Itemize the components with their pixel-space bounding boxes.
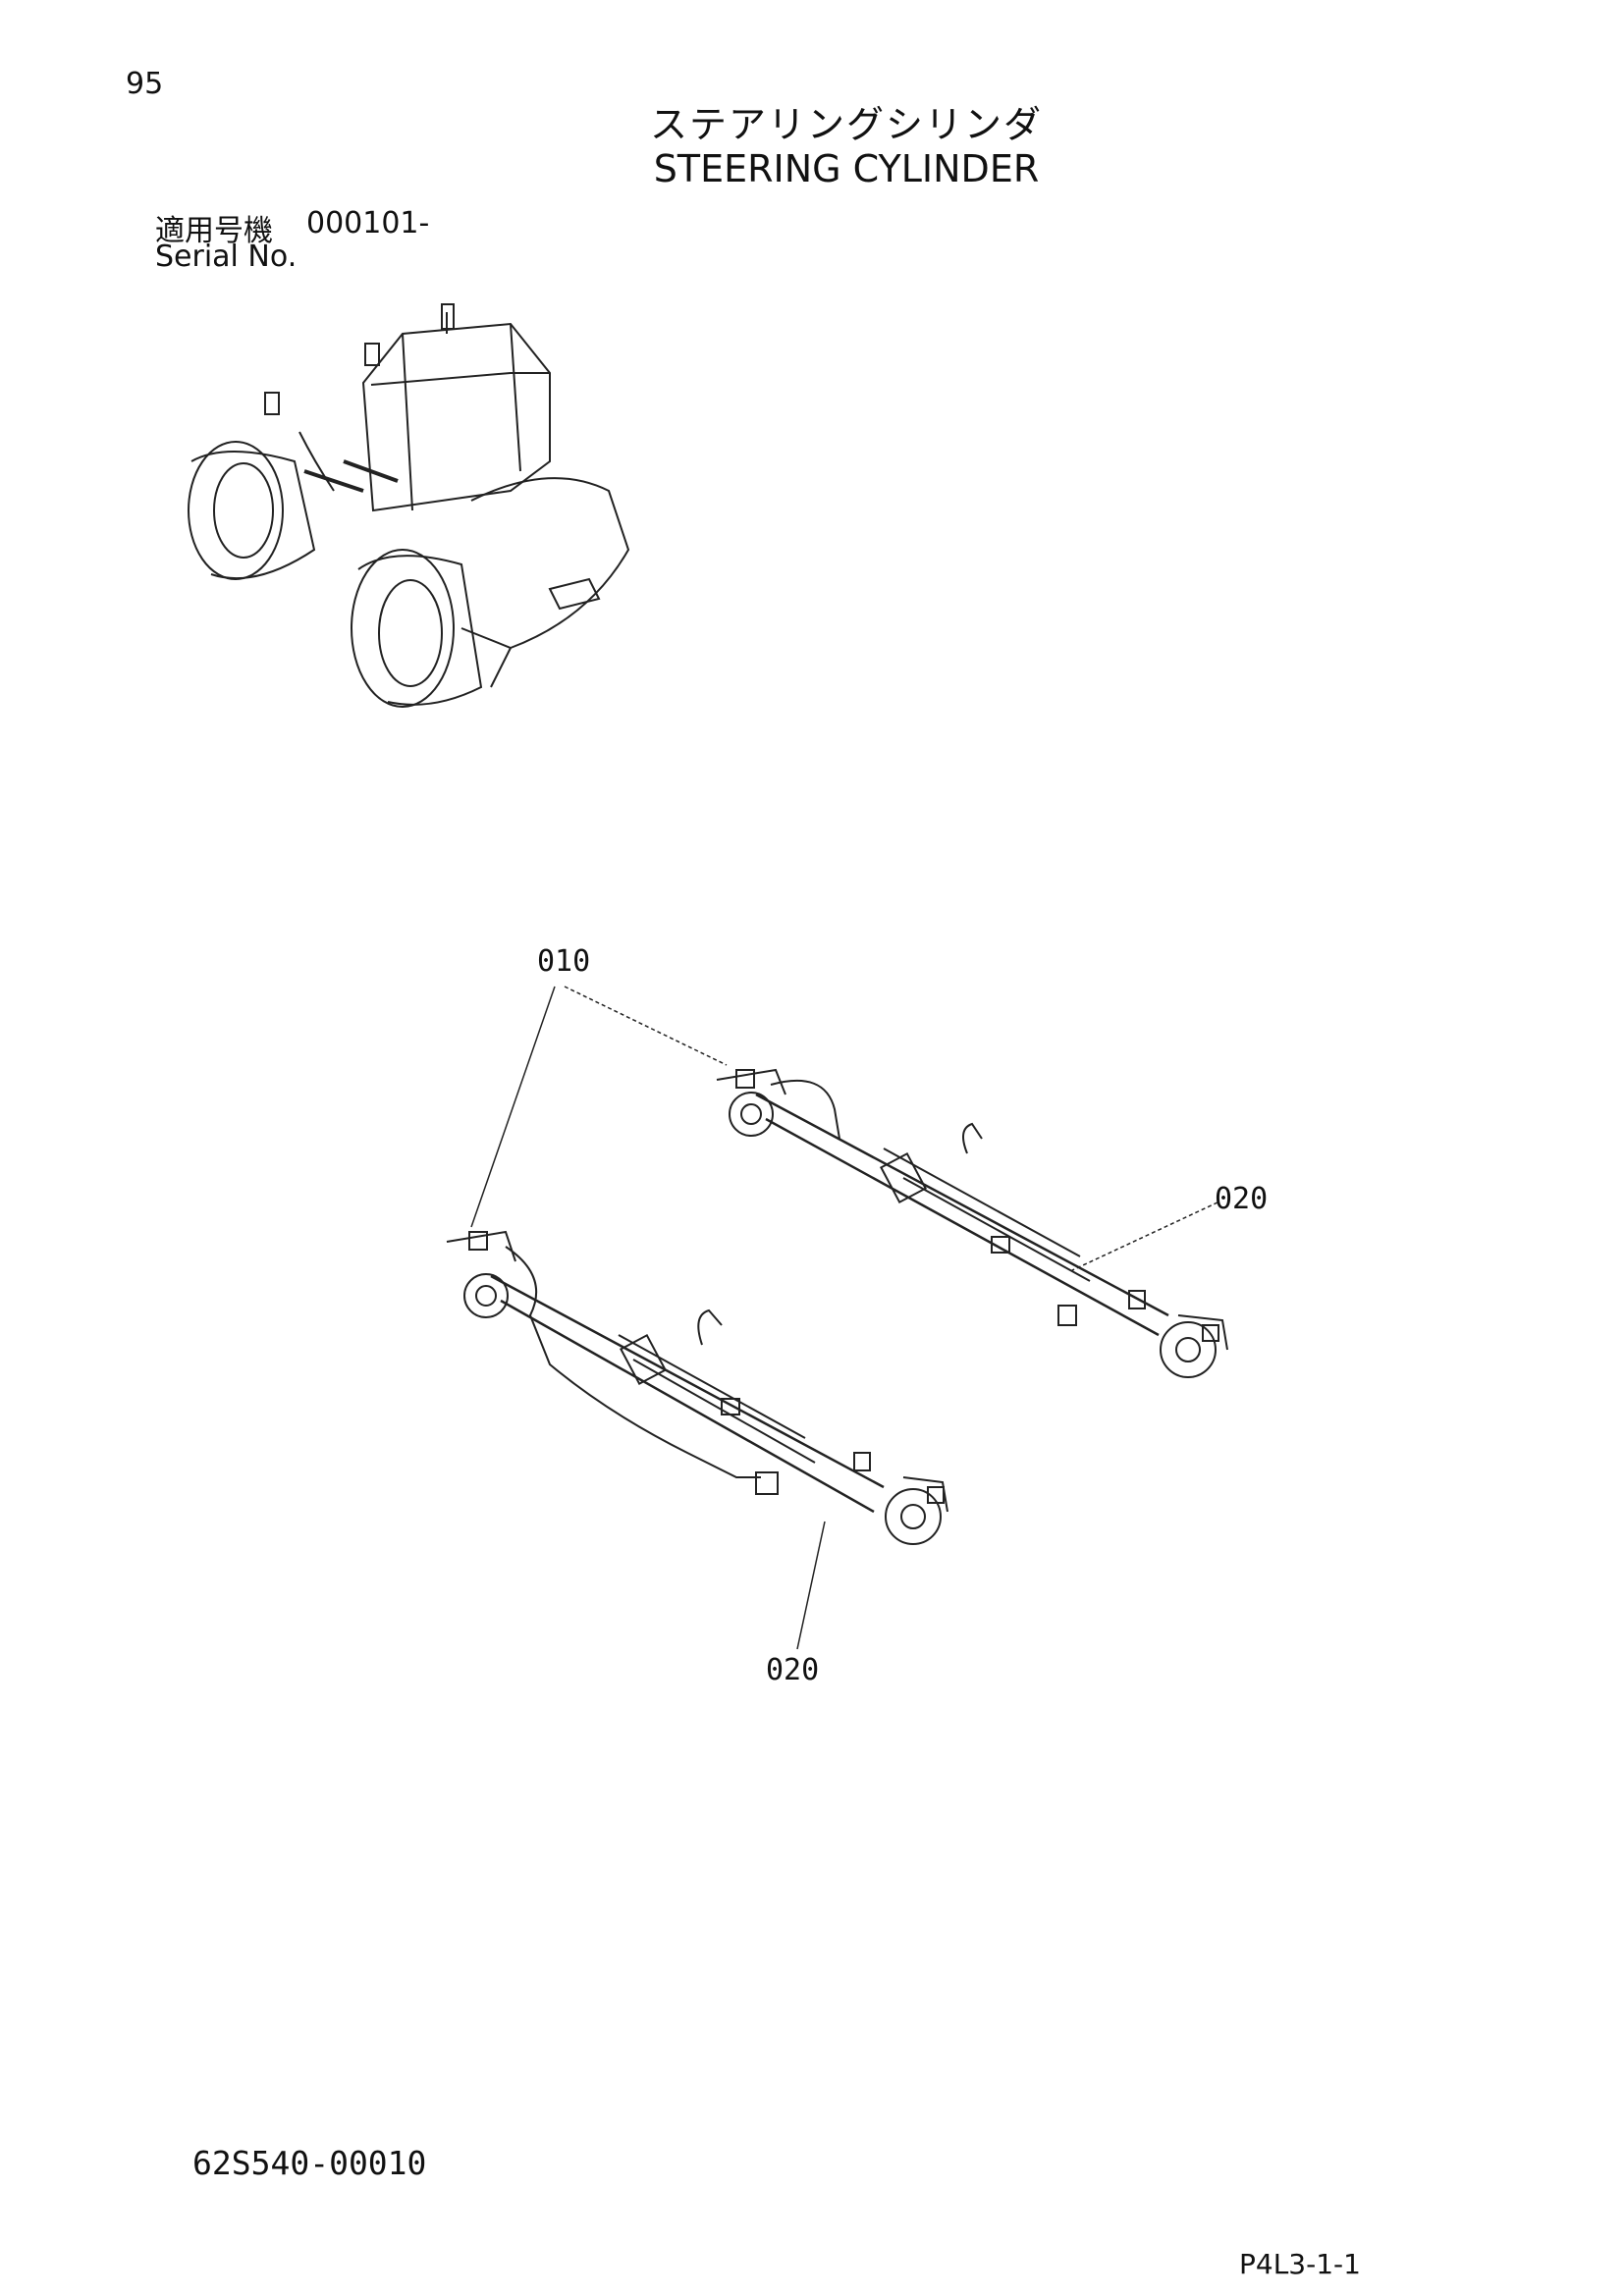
callout-right-cylinder: 020: [1215, 1182, 1269, 1216]
serial-label-japanese: 適用号機: [155, 214, 273, 248]
page-number: 95: [126, 67, 164, 101]
page-code: P4L3-1-1: [1239, 2248, 1361, 2280]
upper-cylinder: [716, 1068, 1228, 1378]
callout-lower-cylinder: 020: [766, 1653, 820, 1687]
drawing-number: 62S540-00010: [192, 2144, 427, 2182]
page-title-japanese: ステアリングシリンダ: [649, 103, 1043, 146]
page-title-english: STEERING CYLINDER: [653, 147, 1040, 190]
serial-label-english: Serial No.: [155, 240, 298, 274]
callout-upper-cylinders: 010: [537, 944, 591, 979]
serial-number-value: 000101-: [306, 206, 430, 240]
lower-cylinder: [446, 1230, 948, 1545]
